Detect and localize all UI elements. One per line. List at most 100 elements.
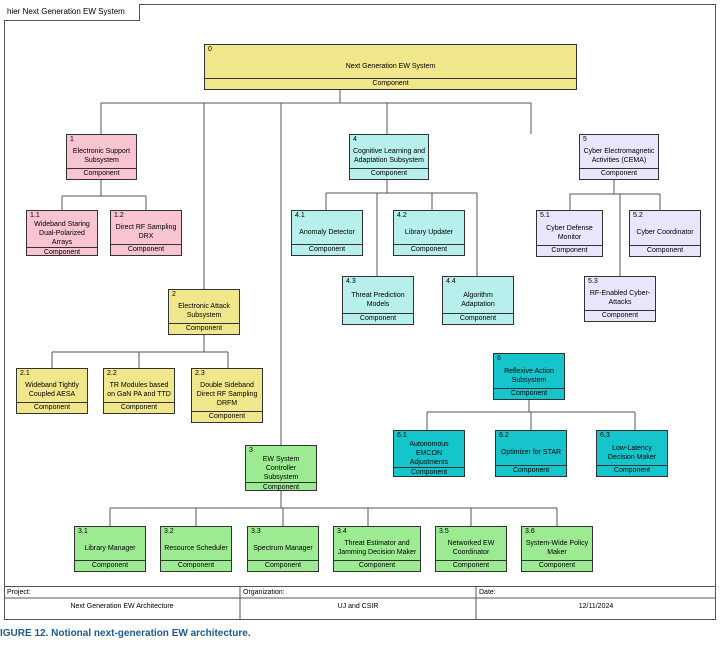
node-number: 6.3 bbox=[600, 432, 610, 439]
node-type-label: Component bbox=[334, 560, 420, 571]
node-type-label: Component bbox=[394, 244, 464, 255]
node-0[interactable]: 0 Next Generation EW System Component bbox=[204, 44, 577, 90]
node-title: Wideband Tightly Coupled AESA bbox=[25, 382, 79, 398]
node-3-1[interactable]: 3.1 Library Manager Component bbox=[74, 526, 146, 572]
node-number: 3.6 bbox=[525, 528, 535, 535]
node-title: Wideband Staring Dual-Polarized Arrays bbox=[34, 221, 90, 246]
node-type-label: Component bbox=[111, 244, 181, 255]
node-number: 3.1 bbox=[78, 528, 88, 535]
node-number: 0 bbox=[208, 46, 212, 53]
node-title: TR Modules based on GaN PA and TTD bbox=[107, 382, 171, 398]
node-number: 1.2 bbox=[114, 212, 124, 219]
node-number: 3 bbox=[249, 447, 253, 454]
node-3-6[interactable]: 3.6 System-Wide Policy Maker Component bbox=[521, 526, 593, 572]
node-type-label: Component bbox=[246, 482, 316, 493]
node-4[interactable]: 4 Cognitive Learning and Adaptation Subs… bbox=[349, 134, 429, 180]
node-number: 2.2 bbox=[107, 370, 117, 377]
node-6-3[interactable]: 6.3 Low-Latency Decision Maker Component bbox=[596, 430, 668, 477]
node-5-2[interactable]: 5.2 Cyber Coordinator Component bbox=[629, 210, 701, 257]
node-number: 5.3 bbox=[588, 278, 598, 285]
node-type-label: Component bbox=[522, 560, 592, 571]
node-type-label: Component bbox=[292, 244, 362, 255]
node-4-2[interactable]: 4.2 Library Updater Component bbox=[393, 210, 465, 256]
node-type-label: Component bbox=[580, 168, 658, 179]
node-number: 1.1 bbox=[30, 212, 40, 219]
node-number: 6.2 bbox=[499, 432, 509, 439]
node-type-label: Component bbox=[597, 465, 667, 476]
node-title: Low-Latency Decision Maker bbox=[607, 444, 657, 461]
node-type-label: Component bbox=[436, 560, 506, 571]
node-4-3[interactable]: 4.3 Threat Prediction Models Component bbox=[342, 276, 414, 325]
node-number: 3.3 bbox=[251, 528, 261, 535]
footer-project-label: Project: bbox=[7, 589, 31, 596]
node-3-3[interactable]: 3.3 Spectrum Manager Component bbox=[247, 526, 319, 572]
node-type-label: Component bbox=[27, 247, 97, 258]
node-type-label: Component bbox=[496, 465, 566, 476]
node-6[interactable]: 6 Reflexive Action Subsystem Component bbox=[493, 353, 565, 400]
node-type-label: Component bbox=[494, 388, 564, 399]
footer-org-value: UJ and CSIR bbox=[337, 603, 379, 610]
node-title: Library Updater bbox=[404, 228, 454, 236]
node-number: 5 bbox=[583, 136, 587, 143]
node-type-label: Component bbox=[67, 168, 136, 179]
node-title: Next Generation EW System bbox=[345, 62, 436, 70]
footer-org-label: Organization: bbox=[243, 589, 285, 596]
footer-date: Date: 12/11/2024 bbox=[476, 587, 716, 621]
diagram-footer: Project: Next Generation EW Architecture… bbox=[4, 586, 716, 621]
node-number: 4.4 bbox=[446, 278, 456, 285]
node-2-3[interactable]: 2.3 Double Sideband Direct RF Sampling D… bbox=[191, 368, 263, 423]
node-title: Electronic Support Subsystem bbox=[72, 148, 131, 164]
node-2[interactable]: 2 Electronic Attack Subsystem Component bbox=[168, 289, 240, 335]
footer-organization: Organization: UJ and CSIR bbox=[240, 587, 476, 621]
node-title: Networked EW Coordinator bbox=[447, 540, 495, 556]
node-title: Resource Scheduler bbox=[164, 544, 228, 552]
node-title: Autonomous EMCON Adjustments bbox=[409, 441, 449, 466]
node-6-1[interactable]: 6.1 Autonomous EMCON Adjustments Compone… bbox=[393, 430, 465, 477]
figure-caption: IGURE 12. Notional next-generation EW ar… bbox=[0, 628, 251, 639]
node-type-label: Component bbox=[343, 313, 413, 324]
node-number: 4.3 bbox=[346, 278, 356, 285]
node-3-4[interactable]: 3.4 Threat Estimator and Jamming Decisio… bbox=[333, 526, 421, 572]
node-title: Threat Prediction Models bbox=[351, 291, 405, 308]
node-6-2[interactable]: 6.2 Optimizer for STAR Component bbox=[495, 430, 567, 477]
node-4-4[interactable]: 4.4 Algorithm Adaptation Component bbox=[442, 276, 514, 325]
node-4-1[interactable]: 4.1 Anomaly Detector Component bbox=[291, 210, 363, 256]
node-title: Cyber Electromagnetic Activities (CEMA) bbox=[583, 148, 655, 164]
node-1-2[interactable]: 1.2 Direct RF Sampling DRX Component bbox=[110, 210, 182, 256]
node-2-2[interactable]: 2.2 TR Modules based on GaN PA and TTD C… bbox=[103, 368, 175, 414]
node-number: 3.5 bbox=[439, 528, 449, 535]
node-5-1[interactable]: 5.1 Cyber Defense Monitor Component bbox=[536, 210, 603, 257]
node-3[interactable]: 3 EW System Controller Subsystem Compone… bbox=[245, 445, 317, 491]
node-3-2[interactable]: 3.2 Resource Scheduler Component bbox=[160, 526, 232, 572]
node-title: Spectrum Manager bbox=[253, 544, 313, 552]
node-title: Double Sideband Direct RF Sampling DRFM bbox=[196, 382, 258, 407]
node-title: Cyber Coordinator bbox=[636, 229, 694, 236]
node-number: 2.1 bbox=[20, 370, 30, 377]
node-title: Library Manager bbox=[84, 544, 136, 552]
node-title: EW System Controller Subsystem bbox=[262, 456, 300, 481]
node-type-label: Component bbox=[630, 245, 700, 256]
node-title: System-Wide Policy Maker bbox=[525, 540, 589, 556]
node-2-1[interactable]: 2.1 Wideband Tightly Coupled AESA Compon… bbox=[16, 368, 88, 414]
node-title: Cognitive Learning and Adaptation Subsys… bbox=[353, 148, 425, 164]
node-type-label: Component bbox=[104, 402, 174, 413]
node-number: 1 bbox=[70, 136, 74, 143]
node-1[interactable]: 1 Electronic Support Subsystem Component bbox=[66, 134, 137, 180]
footer-project-value: Next Generation EW Architecture bbox=[70, 603, 174, 610]
node-5[interactable]: 5 Cyber Electromagnetic Activities (CEMA… bbox=[579, 134, 659, 180]
node-number: 4.2 bbox=[397, 212, 407, 219]
node-3-5[interactable]: 3.5 Networked EW Coordinator Component bbox=[435, 526, 507, 572]
node-number: 4 bbox=[353, 136, 357, 143]
node-number: 3.4 bbox=[337, 528, 347, 535]
node-1-1[interactable]: 1.1 Wideband Staring Dual-Polarized Arra… bbox=[26, 210, 98, 256]
node-title: Electronic Attack Subsystem bbox=[178, 303, 230, 319]
node-5-3[interactable]: 5.3 RF-Enabled Cyber-Attacks Component bbox=[584, 276, 656, 322]
node-number: 3.2 bbox=[164, 528, 174, 535]
footer-date-label: Date: bbox=[479, 589, 496, 596]
node-number: 6.1 bbox=[397, 432, 407, 439]
node-number: 5.2 bbox=[633, 212, 643, 219]
node-type-label: Component bbox=[169, 323, 239, 334]
node-number: 4.1 bbox=[295, 212, 305, 219]
node-type-label: Component bbox=[248, 560, 318, 571]
footer-date-value: 12/11/2024 bbox=[578, 603, 614, 610]
